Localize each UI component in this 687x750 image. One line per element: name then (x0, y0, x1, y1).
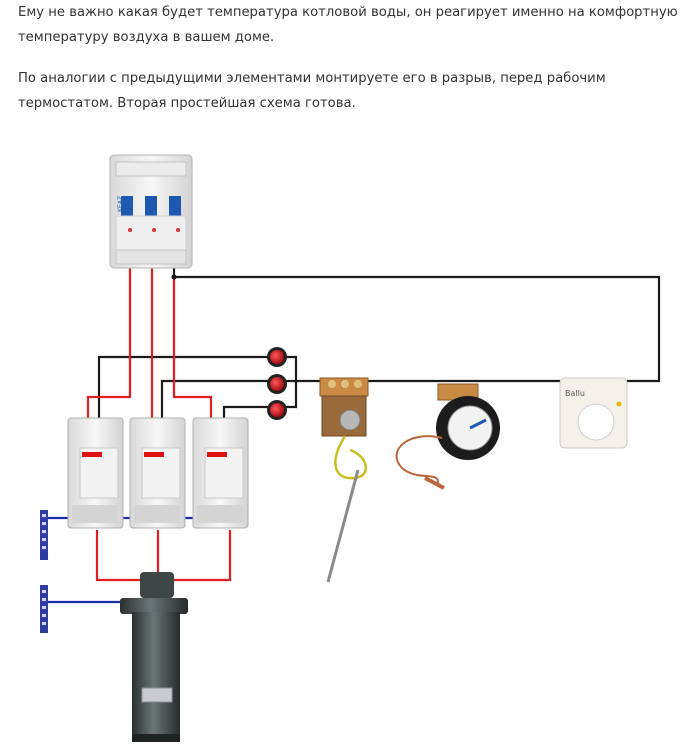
room-thermostat-icon: Ballu (559, 377, 628, 449)
bus-bar-icon (40, 585, 48, 633)
indicator-lamp-icon (267, 374, 287, 394)
phase-wire-3 (172, 277, 213, 422)
paragraph-room-thermostat: Ему не важно какая будет температура кот… (18, 5, 678, 45)
bus-bar-icon (40, 510, 48, 560)
heater-wire-1 (95, 530, 148, 596)
heater-wire-3 (168, 530, 232, 596)
contactor-icon (197, 505, 243, 523)
lamp-bus-mid (160, 379, 270, 425)
capillary-thermostat-icon (319, 377, 369, 583)
wire-nodes (171, 274, 177, 280)
lamp-bus-top (97, 355, 270, 425)
contactor-icon (72, 505, 118, 523)
contactor-3 (192, 417, 249, 529)
paragraph-installation: По аналогии с предыдущими элементами мон… (18, 71, 606, 111)
contactor-1 (67, 417, 124, 529)
dial-thermostat-icon (395, 383, 500, 490)
circuit-breaker-icon: KEAZ (109, 154, 193, 269)
room-thermostat-brand-label: Ballu (565, 389, 585, 398)
breaker-brand-label: KEAZ (117, 196, 124, 212)
contactor-icon (134, 505, 180, 523)
lamp-right-link (286, 355, 298, 409)
contactor-2 (129, 417, 186, 529)
phase-wire-1 (86, 268, 132, 422)
indicator-lamp-icon (267, 347, 287, 367)
neutral-wire-main (172, 265, 661, 383)
wiring-diagram: KEAZ (40, 154, 661, 742)
heating-element-icon (120, 572, 188, 742)
indicator-lamp-icon (267, 400, 287, 420)
indicator-lamps (267, 347, 287, 420)
